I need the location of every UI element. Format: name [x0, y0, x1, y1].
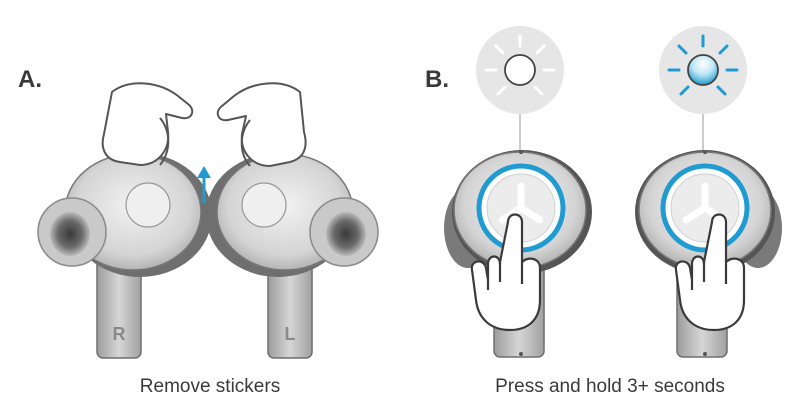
- earbud-right-tip: [50, 212, 90, 256]
- panel-b-label: B.: [425, 66, 449, 93]
- earbud-right-letter: R: [113, 324, 126, 344]
- panel-a-label: A.: [18, 66, 42, 93]
- earbud-press-right: [635, 150, 782, 358]
- arrow-up-icon: [197, 166, 211, 203]
- caption-remove-stickers: Remove stickers: [139, 376, 281, 397]
- hand-pinch-icon: [216, 82, 307, 167]
- hand-press-icon: [674, 213, 746, 332]
- hand-press-icon: [470, 213, 542, 332]
- earbud-left: L: [206, 153, 379, 359]
- earbud-left-tip: [326, 212, 366, 256]
- led-on-icon: [659, 26, 747, 150]
- led-off-icon: [476, 26, 564, 150]
- earbud-right-sticker: [125, 182, 171, 228]
- earbud-left-sticker: [241, 182, 287, 228]
- earbud-right: R: [37, 153, 212, 359]
- hand-pinch-icon: [101, 82, 194, 166]
- earbud-left-letter: L: [285, 324, 296, 344]
- caption-press-hold: Press and hold 3+ seconds: [495, 376, 725, 397]
